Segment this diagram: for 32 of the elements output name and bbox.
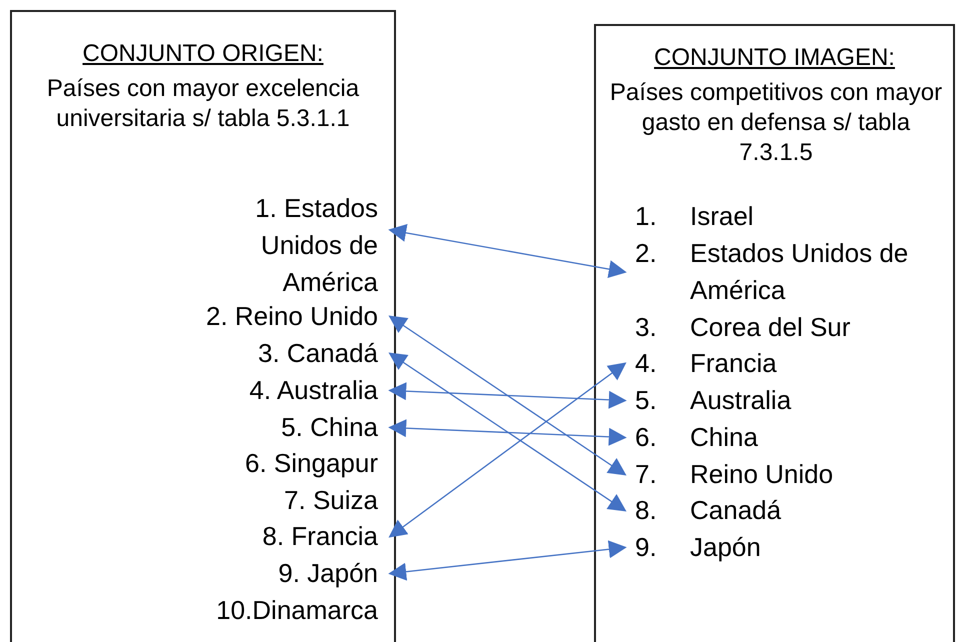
list-item: 7. Suiza [60,482,390,519]
panel-heading: CONJUNTO IMAGEN: [653,44,896,72]
arrow [388,540,627,581]
list-item: 1. Estados Unidos de América [200,190,390,301]
list-item: 10.Dinamarca [60,592,390,629]
arrow [388,224,627,278]
panel-heading: CONJUNTO ORIGEN: [82,40,324,68]
list-item: 2. Estados Unidos de América [625,235,925,309]
list-item: 5. Australia [625,382,925,419]
arrow [388,419,627,446]
panel-description: Países competitivos con mayor gasto en defensa s/ tabla 7.3.1.5 [608,78,944,168]
list-item: 2. Reino Unido [60,298,390,335]
panel-description: Países con mayor excelencia universitaria s/ tabla 5.3.1.1 [46,74,360,134]
list-item: 7. Reino Unido [625,456,925,493]
arrow [388,362,626,538]
list-item: 6. Singapur [60,445,390,482]
list-item: 8. Canadá [625,492,925,529]
list-item: 3. Canadá [60,335,390,372]
list-item: 1. Israel [625,198,925,235]
arrow [388,382,627,409]
list-item: 9. Japón [60,555,390,592]
set-panel [10,10,396,642]
set-panel [594,24,955,642]
list-item: 3. Corea del Sur [625,309,925,346]
arrow [388,352,626,512]
list-item: 8. Francia [60,518,390,555]
list-item: 4. Francia [625,345,925,382]
list-item: 9. Japón [625,529,925,566]
list-item: 5. China [60,409,390,446]
list-item: 4. Australia [60,372,390,409]
list-item: 6. China [625,419,925,456]
arrow [388,316,626,476]
